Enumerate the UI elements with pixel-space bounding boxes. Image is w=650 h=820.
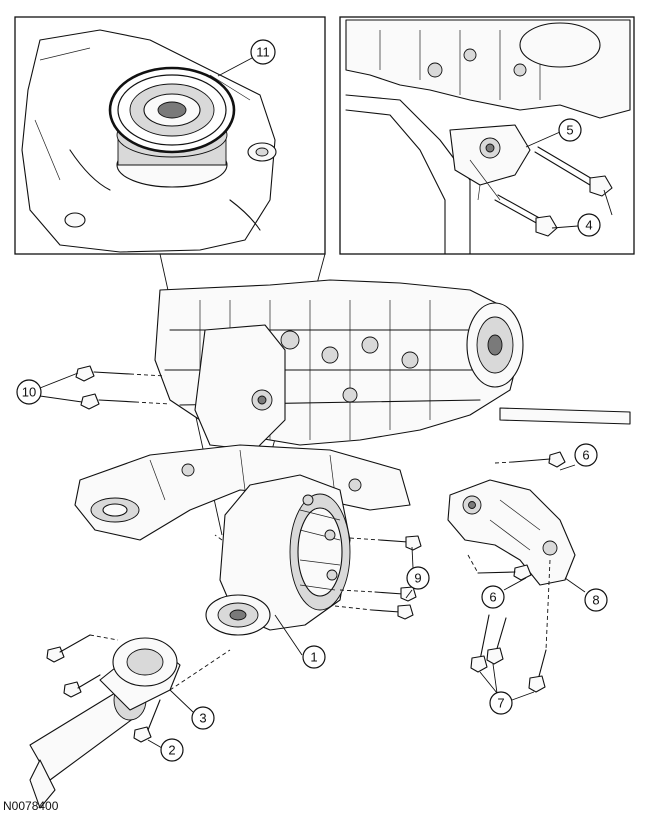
callout-5: 5 <box>558 118 582 142</box>
bolt-set-9 <box>334 535 422 620</box>
callout-11-label: 11 <box>256 45 270 60</box>
bolt-set-7 <box>470 559 551 701</box>
driveshaft <box>29 637 231 809</box>
callout-10: 10 <box>16 379 42 405</box>
callout-7: 7 <box>489 691 513 715</box>
bolt-upper <box>534 146 613 197</box>
callout-6-upper: 6 <box>574 443 598 467</box>
callout-3: 3 <box>191 706 215 730</box>
figure-id: N0078400 <box>3 799 59 813</box>
callout-10-label: 10 <box>22 385 36 400</box>
callout-1: 1 <box>302 645 326 669</box>
callout-9: 9 <box>406 566 430 590</box>
callout-6-lower-label: 6 <box>489 590 496 605</box>
callout-9-label: 9 <box>414 571 421 586</box>
callout-6-upper-label: 6 <box>582 448 589 463</box>
mount-bracket <box>447 451 586 701</box>
subframe <box>74 444 411 541</box>
callout-2: 2 <box>160 738 184 762</box>
callout-5-label: 5 <box>566 123 573 138</box>
callout-4: 4 <box>577 213 601 237</box>
callout-4-label: 4 <box>585 218 592 233</box>
bolt-set-10 <box>39 365 171 410</box>
seal-ring <box>108 66 236 188</box>
callout-3-label: 3 <box>199 711 206 726</box>
callout-11: 11 <box>250 39 276 65</box>
bolt-lower <box>494 194 558 237</box>
engine-assembly <box>154 279 631 451</box>
callout-2-label: 2 <box>168 743 175 758</box>
callout-7-label: 7 <box>497 696 504 711</box>
callout-8-label: 8 <box>592 593 599 608</box>
callout-6-lower: 6 <box>481 585 505 609</box>
transfer-case <box>205 474 351 656</box>
callout-8: 8 <box>584 588 608 612</box>
callout-1-label: 1 <box>310 650 317 665</box>
bolt-set-2 <box>46 634 163 749</box>
inset-seal-detail <box>14 16 326 255</box>
